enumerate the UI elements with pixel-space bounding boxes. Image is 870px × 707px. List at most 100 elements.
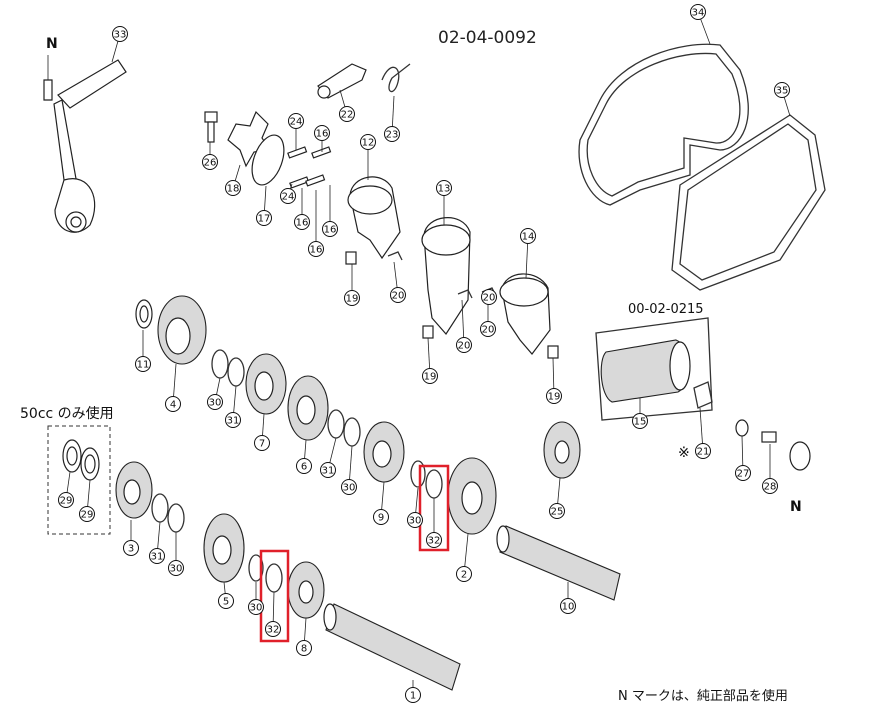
callout-number: 20 bbox=[482, 325, 495, 336]
callout-circle bbox=[735, 465, 751, 481]
callout-number: 22 bbox=[341, 110, 354, 121]
callout-layer: 1234567891011121314151616161617181919192… bbox=[58, 4, 791, 703]
callout-number: 7 bbox=[259, 439, 265, 450]
callout-circle bbox=[762, 478, 778, 494]
shift-drum-box bbox=[595, 317, 713, 421]
callout-number: 23 bbox=[386, 130, 399, 141]
callout-number: 33 bbox=[114, 30, 127, 41]
callout-circle bbox=[690, 4, 706, 20]
sub-assembly-code: 00-02-0215 bbox=[628, 302, 704, 317]
callout-circle bbox=[774, 82, 790, 98]
n-mark-right: N bbox=[790, 499, 802, 515]
callout-number: 21 bbox=[697, 447, 710, 458]
callout-circle bbox=[79, 506, 95, 522]
callout-number: 32 bbox=[428, 536, 441, 547]
callout-number: 24 bbox=[290, 117, 303, 128]
callout-number: 2 bbox=[461, 570, 467, 581]
callout-number: 4 bbox=[170, 400, 176, 411]
caption-50cc-only: 50cc のみ使用 bbox=[20, 405, 114, 422]
callout-number: 14 bbox=[522, 232, 535, 243]
callout-circle bbox=[308, 241, 324, 257]
callout-circle bbox=[560, 598, 576, 614]
callout-circle bbox=[426, 532, 442, 548]
callout-circle bbox=[549, 503, 565, 519]
callout-circle bbox=[135, 356, 151, 372]
callout-number: 12 bbox=[362, 138, 375, 149]
callout-circle bbox=[202, 154, 218, 170]
callout-number: 19 bbox=[548, 392, 561, 403]
callout-circle bbox=[422, 368, 438, 384]
callout-circle bbox=[373, 509, 389, 525]
callout-number: 19 bbox=[424, 372, 437, 383]
callout-number: 29 bbox=[81, 510, 94, 521]
callout-circle bbox=[695, 443, 711, 459]
callout-circle bbox=[265, 621, 281, 637]
callout-circle bbox=[481, 289, 497, 305]
callout-number: 19 bbox=[346, 294, 359, 305]
callout-circle bbox=[288, 113, 304, 129]
callout-circle bbox=[112, 26, 128, 42]
callout-circle bbox=[546, 388, 562, 404]
callout-circle bbox=[390, 287, 406, 303]
callout-circle bbox=[149, 548, 165, 564]
n-mark-top: N bbox=[46, 36, 58, 52]
callout-circle bbox=[632, 413, 648, 429]
callout-circle bbox=[225, 180, 241, 196]
callout-circle bbox=[296, 458, 312, 474]
callout-number: 10 bbox=[562, 602, 575, 613]
callout-number: 20 bbox=[392, 291, 405, 302]
callout-number: 34 bbox=[692, 8, 705, 19]
callout-number: 5 bbox=[223, 597, 229, 608]
callout-circle bbox=[480, 321, 496, 337]
callout-circle bbox=[207, 394, 223, 410]
callout-circle bbox=[456, 337, 472, 353]
callout-number: 16 bbox=[324, 225, 337, 236]
callout-circle bbox=[320, 462, 336, 478]
callout-number: 29 bbox=[60, 496, 73, 507]
callout-circle bbox=[384, 126, 400, 142]
callout-number: 30 bbox=[209, 398, 222, 409]
callout-number: 11 bbox=[137, 360, 150, 371]
callout-number: 1 bbox=[410, 691, 416, 702]
callout-circle bbox=[294, 214, 310, 230]
callout-number: 15 bbox=[634, 417, 647, 428]
callout-number: 16 bbox=[296, 218, 309, 229]
callout-circle bbox=[296, 640, 312, 656]
callout-circle bbox=[407, 512, 423, 528]
callout-number: 8 bbox=[301, 644, 307, 655]
callout-number: 30 bbox=[409, 516, 422, 527]
callout-number: 31 bbox=[151, 552, 164, 563]
callout-circle bbox=[58, 492, 74, 508]
footnote: N マークは、純正部品を使用 bbox=[618, 688, 788, 704]
callout-number: 26 bbox=[204, 158, 217, 169]
callout-circle bbox=[322, 221, 338, 237]
callout-number: 31 bbox=[227, 416, 240, 427]
callout-circle bbox=[314, 125, 330, 141]
callout-circle bbox=[280, 188, 296, 204]
callout-number: 18 bbox=[227, 184, 240, 195]
diagram-code: 02-04-0092 bbox=[438, 28, 537, 48]
callout-number: 6 bbox=[301, 462, 307, 473]
callout-number: 25 bbox=[551, 507, 564, 518]
callout-number: 32 bbox=[267, 625, 280, 636]
callout-number: 16 bbox=[316, 129, 329, 140]
callout-number: 3 bbox=[128, 544, 134, 555]
transmission-gears-illustration bbox=[47, 295, 811, 691]
callout-circle bbox=[344, 290, 360, 306]
callout-circle bbox=[168, 560, 184, 576]
callout-circle bbox=[165, 396, 181, 412]
callout-number: 28 bbox=[764, 482, 777, 493]
callout-number: 17 bbox=[258, 214, 271, 225]
callout-number: 20 bbox=[458, 341, 471, 352]
gasket-illustrations bbox=[578, 43, 826, 291]
callout-circle bbox=[123, 540, 139, 556]
callout-number: 9 bbox=[378, 513, 384, 524]
callout-circle bbox=[218, 593, 234, 609]
callout-circle bbox=[436, 180, 452, 196]
callout-circle bbox=[341, 479, 357, 495]
callout-number: 30 bbox=[343, 483, 356, 494]
callout-number: 30 bbox=[250, 603, 263, 614]
callout-number: 13 bbox=[438, 184, 451, 195]
